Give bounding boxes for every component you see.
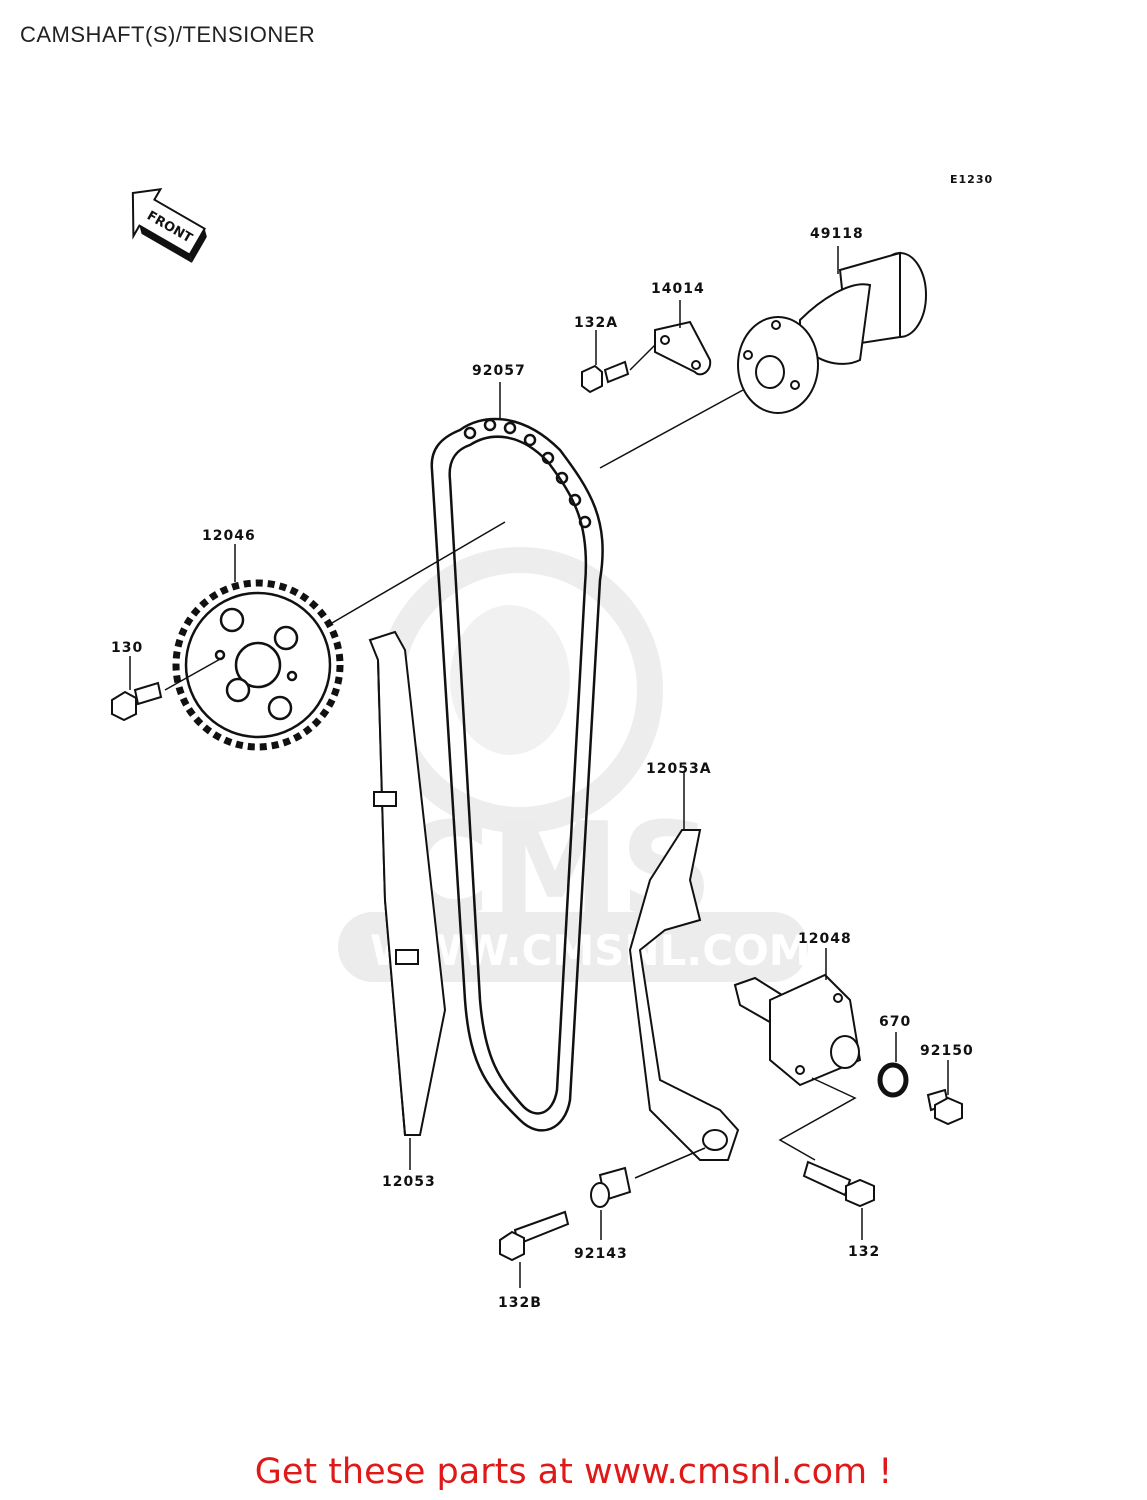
cam-plate[interactable]: [654, 320, 712, 376]
part-label-132b[interactable]: 132B: [498, 1295, 542, 1311]
part-label-49118[interactable]: 49118: [810, 226, 864, 242]
watermark: CMS WWW.CMSNL.COM: [338, 547, 811, 982]
bolt-130[interactable]: [111, 681, 163, 722]
tensioner-guide[interactable]: [628, 829, 740, 1161]
tensioner[interactable]: [733, 973, 862, 1087]
bolt-132b[interactable]: [499, 1210, 570, 1262]
page-title: CAMSHAFT(S)/TENSIONER: [20, 22, 316, 47]
part-label-14014[interactable]: 14014: [651, 281, 705, 297]
bolt-92150[interactable]: [926, 1088, 963, 1126]
part-label-92057[interactable]: 92057: [472, 363, 526, 379]
watermark-url: WWW.CMSNL.COM: [370, 926, 811, 975]
part-label-12053a[interactable]: 12053A: [646, 761, 712, 777]
part-label-12053[interactable]: 12053: [382, 1174, 436, 1190]
part-label-92150[interactable]: 92150: [920, 1043, 974, 1059]
bolt-132[interactable]: [802, 1160, 875, 1208]
cam-sprocket[interactable]: [172, 579, 344, 751]
part-label-132[interactable]: 132: [848, 1244, 880, 1260]
part-label-670[interactable]: 670: [879, 1014, 911, 1030]
part-label-132a[interactable]: 132A: [574, 315, 618, 331]
camshaft[interactable]: [737, 251, 927, 414]
bolt-132a[interactable]: [581, 360, 630, 394]
diagram-code: E1230: [950, 173, 993, 186]
part-label-130[interactable]: 130: [111, 640, 143, 656]
part-label-12048[interactable]: 12048: [798, 931, 852, 947]
collar[interactable]: [590, 1166, 632, 1208]
part-label-92143[interactable]: 92143: [574, 1246, 628, 1262]
chain-guide[interactable]: [368, 630, 447, 1136]
cam-chain[interactable]: [430, 417, 604, 1132]
footer-cta-link[interactable]: Get these parts at www.cmsnl.com !: [254, 1452, 893, 1492]
o-ring[interactable]: [877, 1062, 909, 1098]
front-arrow-icon: FRONT: [131, 188, 207, 263]
part-label-12046[interactable]: 12046: [202, 528, 256, 544]
